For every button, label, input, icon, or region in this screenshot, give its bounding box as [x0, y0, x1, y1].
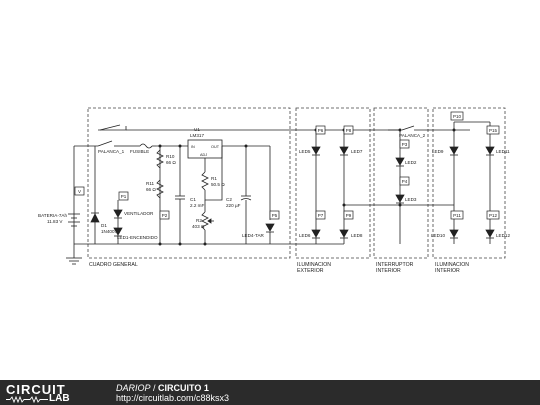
label-r1-1: R1 — [211, 176, 217, 181]
probe-p10-label: P10 — [453, 114, 462, 119]
box-interruptor — [373, 107, 429, 259]
box-ilum-exterior — [295, 107, 371, 259]
label-c1-1: C1 — [190, 197, 196, 202]
section-ilum-interior-1: ILUMINACION — [435, 262, 469, 268]
probe-p6 — [315, 125, 326, 135]
label-led8: LED8 — [351, 233, 363, 238]
label-led11: LED11 — [496, 149, 510, 154]
label-fusible: FUSIBLE — [130, 149, 149, 154]
label-led1: LED1-ENCENDIDO — [117, 235, 158, 240]
label-r2-2: 403 Ω — [192, 224, 205, 229]
section-ilum-exterior-2: EXTERIOR — [297, 268, 324, 274]
label-palanca2: PALANCA_2 — [399, 133, 426, 138]
label-r2-1: R2 — [196, 218, 202, 223]
label-d1-1: D1 — [101, 223, 107, 228]
schematic-canvas: V P1 P2 P5 P6 P7 P8 P9 P3 P4 P10 P15 P11… — [38, 107, 510, 274]
section-ilum-exterior-1: ILUMINACION — [297, 262, 331, 268]
label-bateria-1: BATERIA-7Ah — [38, 213, 67, 218]
probe-p2 — [159, 210, 170, 220]
label-u1-adj: ADJ — [200, 153, 207, 157]
label-r11-1: R11 — [146, 181, 155, 186]
section-interruptor-1: INTERRUPTOR — [376, 262, 414, 268]
label-r11-2: 66 Ω — [146, 187, 156, 192]
label-c2-1: C2 — [226, 197, 232, 202]
section-cuadro-general: CUADRO GENERAL — [89, 262, 138, 268]
logo-wave-icon — [6, 396, 48, 403]
probe-p1-label: P1 — [121, 194, 127, 199]
label-led4: LED4-TAR — [242, 233, 265, 238]
label-u1-2: LM317 — [190, 133, 204, 138]
author-name[interactable]: DARIOP — [116, 383, 151, 393]
logo-circuit-text: CIRCUIT — [6, 382, 66, 397]
label-c2-2: 220 µF — [226, 203, 241, 208]
probe-p11-label: P11 — [453, 213, 461, 218]
probe-p6-label: P6 — [318, 128, 324, 133]
probe-p5-label: P5 — [272, 213, 278, 218]
label-led2: LED2 — [405, 160, 417, 165]
logo-lab-text: LAB — [49, 393, 70, 404]
label-d1-2: 1N4007 — [101, 229, 118, 234]
probe-p8 — [343, 125, 354, 135]
label-led3: LED3 — [405, 197, 417, 202]
label-led9: LED9 — [432, 149, 444, 154]
probe-p12 — [486, 210, 500, 220]
probe-p12-label: P12 — [489, 213, 498, 218]
probe-p5 — [269, 210, 280, 220]
probe-p2-label: P2 — [162, 213, 168, 218]
label-u1-in: IN — [191, 145, 195, 149]
probe-p1 — [118, 191, 129, 201]
probe-p4 — [399, 176, 410, 186]
byline-separator: / — [150, 383, 159, 393]
probe-p3 — [399, 139, 410, 149]
label-led5: LED5 — [299, 149, 311, 154]
probe-p4-label: P4 — [402, 179, 408, 184]
probe-p10 — [450, 111, 464, 121]
circuitlab-logo: CIRCUIT LAB — [6, 382, 94, 404]
label-r10-1: R10 — [166, 154, 175, 159]
label-r1-2: 50.5 Ω — [211, 182, 225, 187]
probe-p11 — [450, 210, 464, 220]
probe-p7 — [315, 210, 326, 220]
label-u1-1: U1 — [194, 127, 200, 132]
box-cuadro-general — [87, 107, 291, 259]
box-ilum-interior — [432, 107, 506, 259]
label-ventilador: VENTILADOR — [124, 211, 154, 216]
label-u1-out: OUT — [211, 145, 220, 149]
footer-bar: CIRCUIT LAB DARIOP / CIRCUITO 1 http://c… — [0, 380, 540, 405]
byline: DARIOP / CIRCUITO 1 — [116, 383, 209, 393]
section-interruptor-2: INTERIOR — [376, 268, 401, 274]
probe-v-label: V — [78, 189, 81, 194]
probe-p9 — [343, 210, 354, 220]
circuit-title[interactable]: CIRCUITO 1 — [158, 383, 209, 393]
probe-v — [74, 186, 85, 196]
probe-p9-label: P9 — [346, 213, 352, 218]
probe-p8-label: P8 — [346, 128, 352, 133]
probe-p15-label: P15 — [489, 128, 498, 133]
label-palanca1: PALANCA_1 — [98, 149, 125, 154]
section-ilum-interior-2: INTERIOR — [435, 268, 460, 274]
label-led10: LED10 — [431, 233, 445, 238]
probe-p3-label: P3 — [402, 142, 408, 147]
label-c1-2: 2.2 mF — [190, 203, 204, 208]
probe-p7-label: P7 — [318, 213, 324, 218]
probe-p15 — [486, 125, 500, 135]
label-led6: LED6 — [299, 233, 311, 238]
circuit-url[interactable]: http://circuitlab.com/c88ksx3 — [116, 393, 230, 403]
label-r10-2: 66 Ω — [166, 160, 176, 165]
label-led12: LED12 — [496, 233, 510, 238]
label-led7: LED7 — [351, 149, 363, 154]
label-bateria-2: 11.83 V — [47, 219, 63, 224]
